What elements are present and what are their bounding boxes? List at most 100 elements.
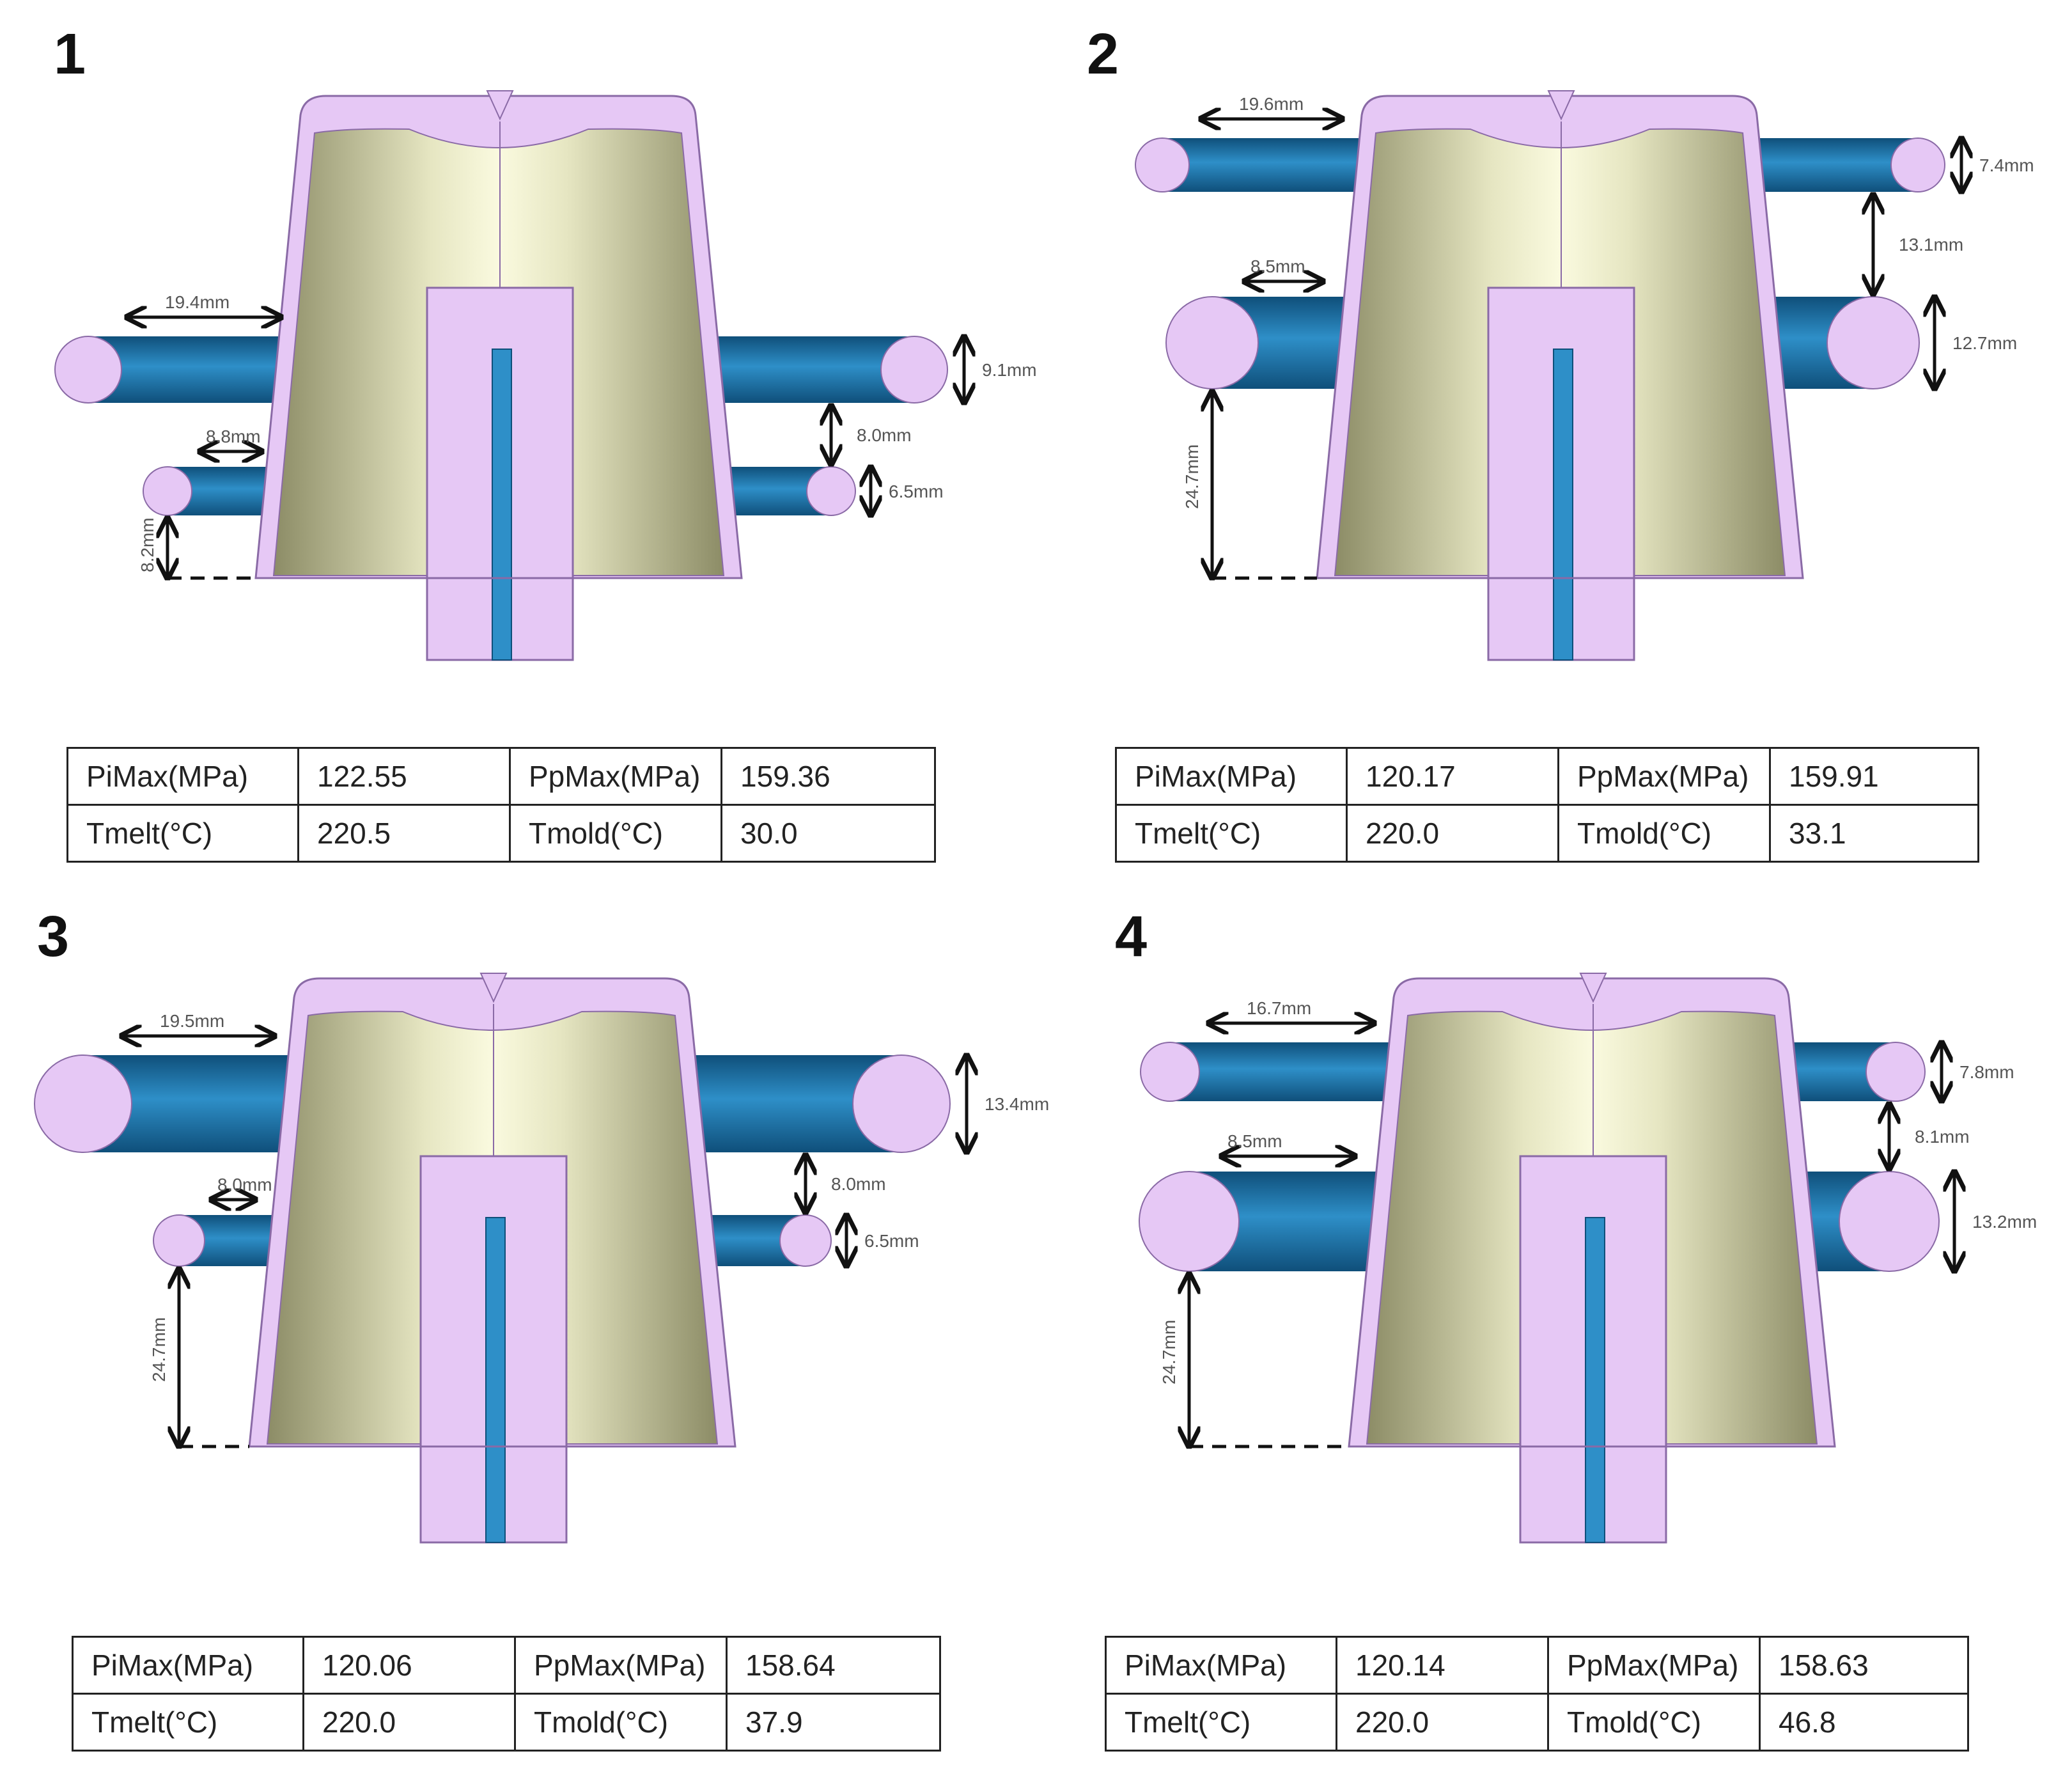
params-table-2: PiMax(MPa) 120.17 PpMax(MPa) 159.91 Tmel…	[1115, 747, 1979, 863]
pimax-value: 120.06	[302, 1636, 516, 1695]
params-table-1: PiMax(MPa) 122.55 PpMax(MPa) 159.36 Tmel…	[66, 747, 936, 863]
channel-section-top-right	[880, 336, 948, 404]
dim-label-pitch: 13.1mm	[1899, 235, 1963, 255]
dim-label-top-gap: 19.6mm	[1239, 94, 1304, 114]
panel-number-2: 2	[1087, 22, 1119, 86]
dim-label-bottom: 24.7mm	[1182, 444, 1202, 509]
dim-label-pitch: 8.1mm	[1915, 1127, 1970, 1147]
tmelt-label: Tmelt(°C)	[66, 804, 299, 863]
ppmax-label: PpMax(MPa)	[1547, 1636, 1761, 1695]
dim-label-top-gap: 19.5mm	[160, 1011, 224, 1031]
pimax-label: PiMax(MPa)	[66, 747, 299, 806]
params-table-4: PiMax(MPa) 120.14 PpMax(MPa) 158.63 Tmel…	[1105, 1636, 1969, 1752]
pimax-value: 120.14	[1336, 1636, 1549, 1695]
tmelt-value: 220.0	[302, 1693, 516, 1752]
channel-section-top-right	[1890, 137, 1945, 192]
channel-section-top-right	[852, 1055, 951, 1153]
dim-label-low-dia: 13.2mm	[1972, 1212, 2037, 1232]
dim-label-top-dia: 7.4mm	[1979, 155, 2034, 175]
cooling-diagram-1: 19.4mm 8.8mm 9.1mm 8.0mm 6.5mm 8.2mm	[54, 90, 1037, 661]
dim-label-low-dia: 12.7mm	[1952, 333, 2017, 353]
channel-section-low-right	[806, 466, 856, 516]
gate-icon	[1547, 90, 1575, 121]
channel-section-low-right	[779, 1214, 832, 1267]
pimax-label: PiMax(MPa)	[72, 1636, 304, 1695]
channel-section-top-left	[54, 336, 122, 404]
channel-section-top-right	[1866, 1042, 1926, 1102]
tmold-value: 30.0	[721, 804, 936, 863]
ppmax-value: 158.63	[1759, 1636, 1969, 1695]
dim-label-low-gap: 8.5mm	[1250, 256, 1305, 276]
tmelt-value: 220.0	[1346, 804, 1559, 863]
gate-icon	[479, 973, 508, 1003]
channel-section-low-left	[153, 1214, 205, 1267]
dim-label-top-dia: 13.4mm	[985, 1094, 1049, 1114]
channel-section-low-left	[143, 466, 192, 516]
dim-label-bottom: 24.7mm	[149, 1317, 169, 1382]
tmold-label: Tmold(°C)	[1557, 804, 1771, 863]
ppmax-value: 158.64	[726, 1636, 941, 1695]
channel-section-low-right	[1827, 296, 1920, 389]
cooling-diagram-3: 19.5mm 8.0mm 13.4mm 8.0mm 6.5mm 24.7mm	[34, 973, 1049, 1544]
tmold-value: 33.1	[1769, 804, 1979, 863]
tmold-value: 37.9	[726, 1693, 941, 1752]
panel-number-1: 1	[54, 22, 86, 86]
dim-label-low-gap: 8.5mm	[1227, 1131, 1282, 1151]
dim-label-pitch: 8.0mm	[831, 1174, 886, 1194]
table-row: Tmelt(°C) 220.0 Tmold(°C) 37.9	[72, 1693, 941, 1752]
dim-label-bottom: 8.2mm	[137, 517, 157, 572]
tmold-label: Tmold(°C)	[1547, 1693, 1761, 1752]
channel-section-low-left	[1165, 296, 1259, 389]
params-table-3: PiMax(MPa) 120.06 PpMax(MPa) 158.64 Tmel…	[72, 1636, 941, 1752]
core-cooling-channel	[1553, 349, 1573, 661]
tmelt-label: Tmelt(°C)	[1105, 1693, 1337, 1752]
dim-label-low-dia: 6.5mm	[864, 1231, 919, 1251]
table-row: Tmelt(°C) 220.0 Tmold(°C) 33.1	[1115, 804, 1979, 863]
table-row: Tmelt(°C) 220.0 Tmold(°C) 46.8	[1105, 1693, 1969, 1752]
ppmax-value: 159.36	[721, 747, 936, 806]
dim-label-top-dia: 7.8mm	[1959, 1062, 2014, 1082]
panel-number-3: 3	[37, 905, 70, 969]
dim-label-top-gap: 19.4mm	[165, 292, 230, 312]
dim-label-low-dia: 6.5mm	[889, 482, 944, 501]
panel-number-4: 4	[1115, 905, 1148, 969]
table-row: PiMax(MPa) 120.06 PpMax(MPa) 158.64	[72, 1636, 941, 1695]
tmelt-value: 220.5	[297, 804, 511, 863]
channel-section-top-left	[34, 1055, 132, 1153]
table-row: Tmelt(°C) 220.5 Tmold(°C) 30.0	[66, 804, 936, 863]
core-cooling-channel	[1585, 1217, 1605, 1543]
dim-label-pitch: 8.0mm	[857, 425, 912, 445]
dim-label-low-gap: 8.8mm	[206, 427, 261, 446]
ppmax-label: PpMax(MPa)	[514, 1636, 728, 1695]
cooling-diagram-2: 19.6mm 8.5mm 7.4mm 13.1mm 12.7mm 24.7mm	[1135, 90, 2034, 661]
pimax-label: PiMax(MPa)	[1105, 1636, 1337, 1695]
core-cooling-channel	[492, 349, 512, 661]
pimax-label: PiMax(MPa)	[1115, 747, 1348, 806]
channel-section-top-left	[1135, 137, 1190, 192]
core-cooling-channel	[485, 1217, 506, 1543]
channel-section-low-left	[1139, 1171, 1240, 1272]
pimax-value: 120.17	[1346, 747, 1559, 806]
dim-label-top-gap: 16.7mm	[1247, 998, 1311, 1018]
dim-label-low-gap: 8.0mm	[217, 1175, 272, 1195]
channel-section-top-left	[1140, 1042, 1200, 1102]
tmelt-value: 220.0	[1336, 1693, 1549, 1752]
tmelt-label: Tmelt(°C)	[72, 1693, 304, 1752]
channel-section-low-right	[1839, 1171, 1940, 1272]
gate-icon	[486, 90, 514, 121]
table-row: PiMax(MPa) 120.14 PpMax(MPa) 158.63	[1105, 1636, 1969, 1695]
tmold-label: Tmold(°C)	[509, 804, 722, 863]
tmold-value: 46.8	[1759, 1693, 1969, 1752]
tmold-label: Tmold(°C)	[514, 1693, 728, 1752]
pimax-value: 122.55	[297, 747, 511, 806]
ppmax-label: PpMax(MPa)	[509, 747, 722, 806]
dim-label-bottom: 24.7mm	[1159, 1320, 1179, 1384]
table-row: PiMax(MPa) 120.17 PpMax(MPa) 159.91	[1115, 747, 1979, 806]
table-row: PiMax(MPa) 122.55 PpMax(MPa) 159.36	[66, 747, 936, 806]
gate-icon	[1579, 973, 1607, 1003]
ppmax-value: 159.91	[1769, 747, 1979, 806]
cooling-diagram-4: 16.7mm 8.5mm 7.8mm 8.1mm 13.2mm 24.7mm	[1139, 973, 2037, 1544]
dim-label-top-dia: 9.1mm	[982, 360, 1037, 380]
ppmax-label: PpMax(MPa)	[1557, 747, 1771, 806]
tmelt-label: Tmelt(°C)	[1115, 804, 1348, 863]
